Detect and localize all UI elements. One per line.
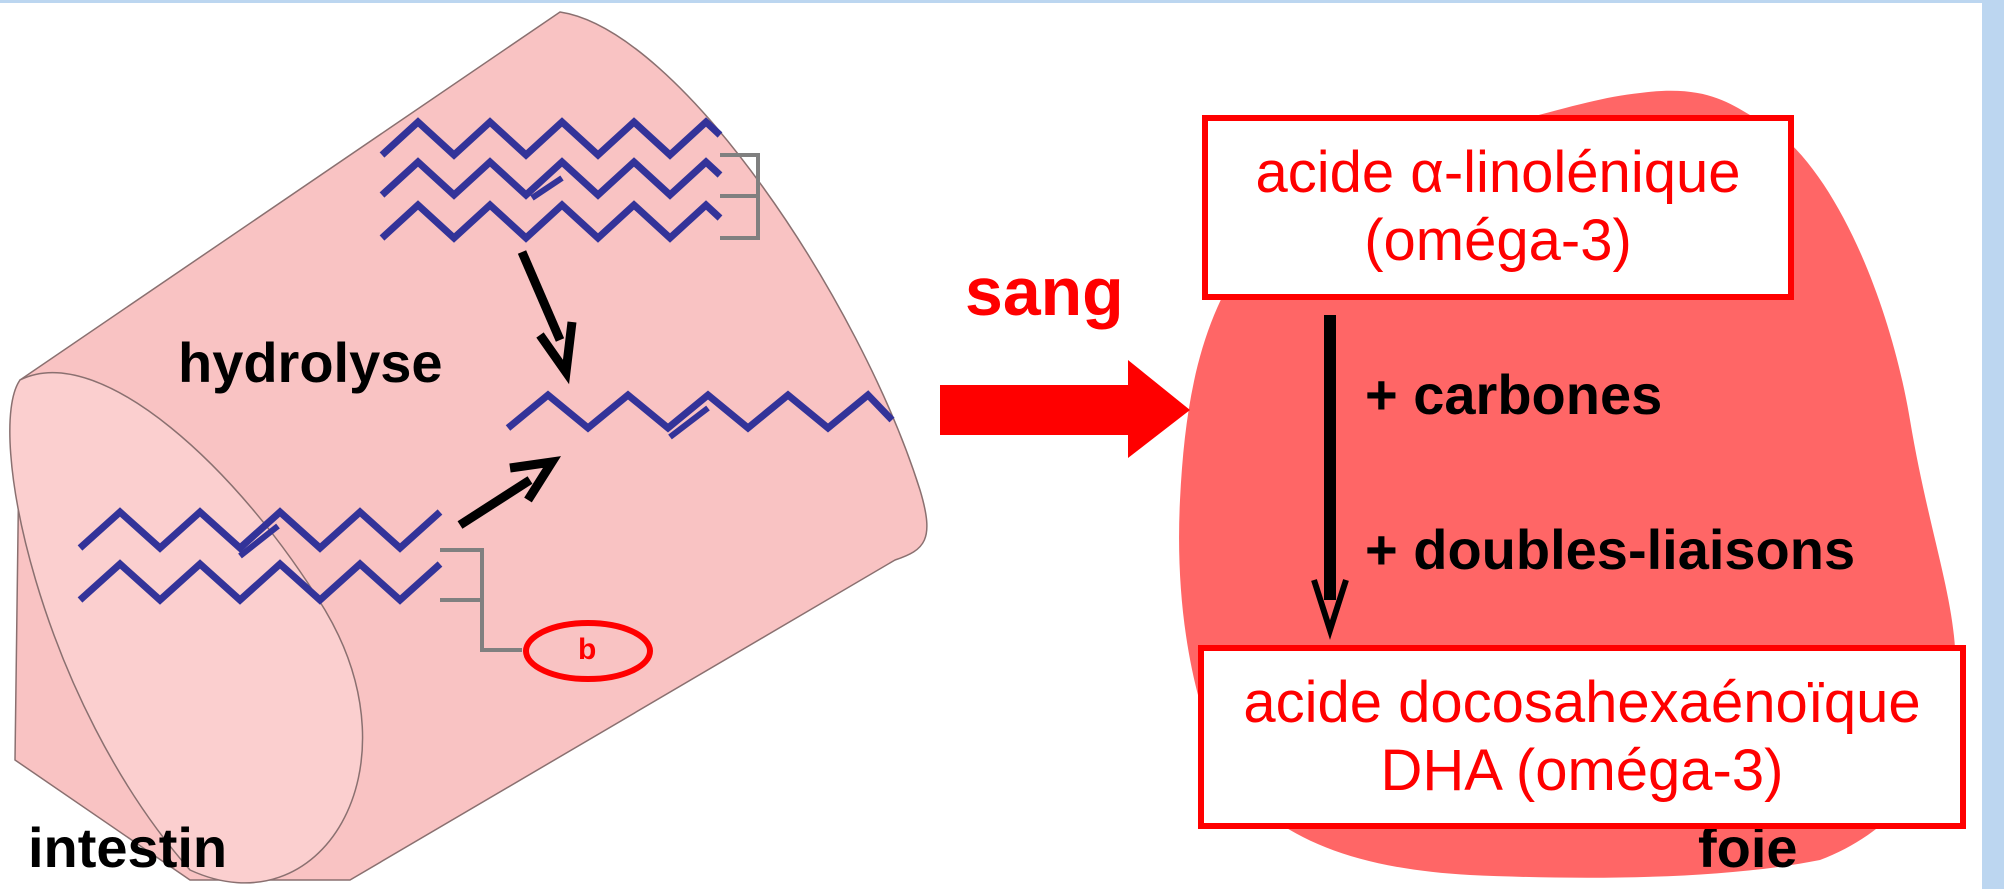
fatty-acid-chain — [77, 559, 443, 605]
fatty-acid-chain — [379, 117, 723, 160]
fatty-acid-chain — [379, 157, 723, 200]
fatty-acid-chain — [505, 390, 895, 433]
diglyceride-bottom — [77, 507, 653, 682]
arrow-head — [536, 321, 577, 385]
fatty-acid-chain — [77, 507, 443, 553]
glycerol-marker-ellipse — [523, 620, 653, 682]
dha-box: acide docosahexaénoïque DHA (oméga-3) — [1198, 645, 1966, 829]
free-fatty-acid — [505, 390, 895, 440]
triglyceride-top — [379, 117, 760, 243]
intestine-cylinder — [9, 11, 928, 884]
blood-flow-arrow — [940, 360, 1190, 458]
hydrolysis-label: hydrolyse — [178, 331, 443, 394]
double-bond — [668, 405, 710, 440]
arrow-head — [509, 456, 562, 503]
glycerol-marker-label: b — [578, 633, 597, 666]
product-box-line2: DHA (oméga-3) — [1380, 738, 1784, 803]
double-bond — [530, 175, 564, 201]
double-bond — [238, 523, 280, 559]
fatty-acid-chain — [379, 200, 723, 243]
top-frame-border — [0, 0, 2004, 3]
source-box-line2: (oméga-3) — [1364, 208, 1632, 273]
arrow-shaft — [457, 476, 533, 529]
alpha-linolenic-acid-box: acide α-linolénique (oméga-3) — [1202, 115, 1794, 300]
right-frame-bar — [1982, 0, 2004, 889]
arrow-shaft — [517, 250, 565, 342]
add-carbons-label: + carbones — [1365, 363, 1663, 426]
product-box-line1: acide docosahexaénoïque — [1243, 670, 1921, 735]
add-double-bonds-label: + doubles-liaisons — [1365, 518, 1856, 581]
conversion-arrow-head — [1311, 579, 1349, 640]
intestine-label: intestin — [28, 816, 228, 879]
blood-label: sang — [965, 254, 1124, 330]
source-box-line1: acide α-linolénique — [1255, 140, 1741, 205]
intestine-opening — [9, 371, 364, 884]
hydrolysis-arrows — [457, 250, 577, 529]
